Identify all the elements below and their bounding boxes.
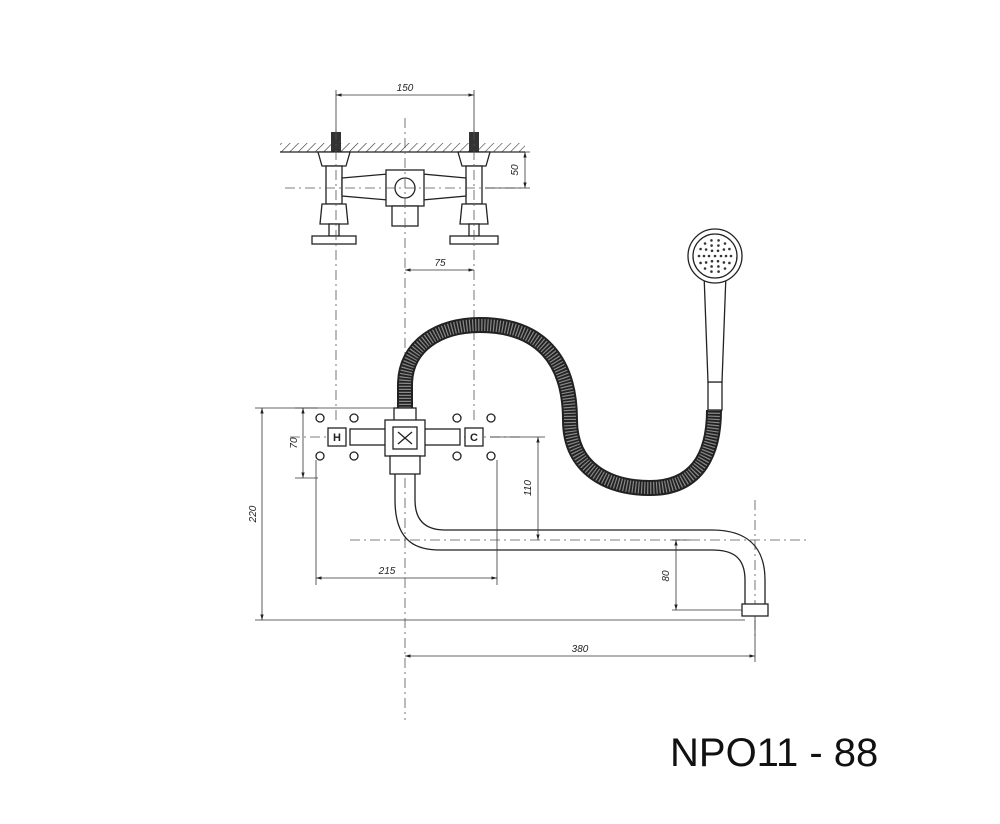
central-cross xyxy=(397,431,413,445)
front-dimensions: 70 220 110 215 80 380 xyxy=(248,407,756,662)
nozzle-dot xyxy=(710,249,714,253)
nozzle-dot xyxy=(722,248,726,251)
left-stem xyxy=(328,223,340,237)
central-front-plate xyxy=(392,426,418,450)
spout-inner xyxy=(414,474,766,604)
spout-outer xyxy=(394,474,746,604)
top-view xyxy=(280,118,525,720)
dim-150: 150 xyxy=(397,83,414,94)
shower-face xyxy=(692,233,738,279)
hose-outer xyxy=(397,316,722,497)
nozzle-dot xyxy=(703,242,707,245)
nozzle-dot xyxy=(728,247,731,251)
nozzle-dot xyxy=(710,239,713,242)
hand-shower xyxy=(687,228,743,411)
dim-80: 80 xyxy=(661,570,672,582)
shower-nozzles xyxy=(697,239,733,273)
nozzle-dot xyxy=(704,261,708,264)
nozzle-dot xyxy=(717,265,720,268)
nozzle-dot xyxy=(707,254,711,258)
nozzle-dot xyxy=(697,254,701,258)
left-front-arm xyxy=(349,428,387,446)
nozzle-dot xyxy=(719,254,723,258)
hot-handle: H xyxy=(315,413,359,461)
nozzle-dot xyxy=(722,261,726,264)
nozzle-dot xyxy=(703,267,707,270)
nozzle-dot xyxy=(699,261,702,265)
left-handle-top xyxy=(311,235,357,245)
nozzle-dot xyxy=(704,248,708,251)
nozzle-dot xyxy=(710,265,713,268)
shower-handle xyxy=(703,273,727,383)
front-view: H C xyxy=(290,228,810,640)
dim-220: 220 xyxy=(248,505,259,523)
dim-75: 75 xyxy=(434,258,446,269)
right-inlet xyxy=(469,132,479,152)
nozzle-dot xyxy=(710,270,713,273)
left-valve-bonnet xyxy=(319,203,349,225)
nozzle-dot xyxy=(724,254,728,258)
right-front-arm xyxy=(423,428,461,446)
nozzle-dot xyxy=(713,254,717,258)
aerator xyxy=(741,603,769,617)
cold-letter: C xyxy=(470,432,478,444)
nozzle-dot xyxy=(716,259,720,263)
shower-collar xyxy=(707,381,723,411)
nozzle-dot xyxy=(717,239,720,242)
left-valve-body xyxy=(325,165,343,205)
left-flange xyxy=(317,151,351,167)
nozzle-dot xyxy=(723,267,727,270)
model-label: NPO11 - 88 xyxy=(670,731,878,775)
top-dimensions: 150 50 75 xyxy=(335,83,530,272)
dim-110: 110 xyxy=(523,480,534,496)
nozzle-dot xyxy=(717,270,720,273)
nozzle-dot xyxy=(717,244,720,247)
dim-215: 215 xyxy=(378,566,396,577)
dim-50: 50 xyxy=(510,164,521,176)
nozzle-dot xyxy=(699,247,702,251)
hose-ribs xyxy=(399,318,720,495)
left-arm xyxy=(341,173,389,201)
nozzle-dot xyxy=(728,261,731,265)
right-arm xyxy=(421,173,467,201)
cold-handle: C xyxy=(452,413,496,461)
nozzle-dot xyxy=(716,249,720,253)
dim-70: 70 xyxy=(289,437,300,449)
wall-hatch xyxy=(280,143,525,152)
nozzle-dot xyxy=(702,254,706,258)
nozzle-dot xyxy=(710,244,713,247)
hot-letter: H xyxy=(333,432,341,444)
nozzle-dot xyxy=(723,242,727,245)
nozzle-dot xyxy=(710,259,714,263)
nozzle-dot xyxy=(729,254,733,258)
dim-380: 380 xyxy=(572,644,589,655)
spout-nut xyxy=(389,455,421,475)
left-inlet xyxy=(331,132,341,152)
